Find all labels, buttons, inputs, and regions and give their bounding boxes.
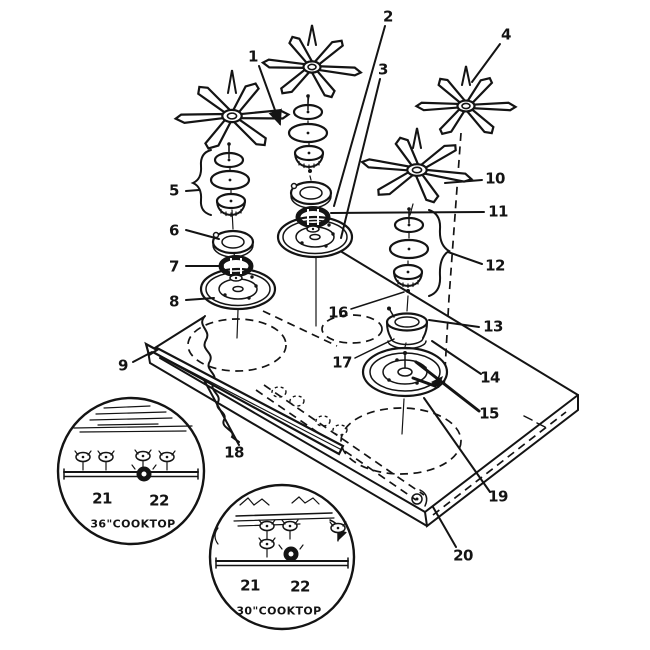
burner-base-right xyxy=(361,346,449,398)
inset-36-caption: 36"COOKTOP xyxy=(90,517,176,531)
callout-14: 14 xyxy=(480,368,500,387)
burner-opening-dashed xyxy=(340,407,462,475)
burner-grates xyxy=(168,24,519,207)
callout-3: 3 xyxy=(378,60,388,79)
cooktop-panel xyxy=(144,245,579,528)
callout-7: 7 xyxy=(169,257,179,276)
callout-5: 5 xyxy=(169,181,179,200)
callout-19: 19 xyxy=(488,487,508,506)
inset-36-cooktop xyxy=(56,396,206,546)
callout-4: 4 xyxy=(501,25,511,44)
side-trim-strip xyxy=(144,341,345,456)
callout-20: 20 xyxy=(453,546,473,565)
assembly-projection-lines xyxy=(228,94,462,435)
callout-leader-lines xyxy=(105,25,501,579)
cap-stack-middle xyxy=(287,93,329,170)
inset-36-art xyxy=(63,405,199,483)
callout-17: 17 xyxy=(332,353,352,372)
callout-21-inset30: 21 xyxy=(240,576,260,595)
inset-30-art xyxy=(214,496,349,569)
burner-ring-middle xyxy=(289,180,333,210)
callout-18: 18 xyxy=(224,443,244,462)
callout-6: 6 xyxy=(169,221,179,240)
corner-clip xyxy=(411,489,428,507)
burner-opening-dashed xyxy=(321,314,383,344)
callout-22-inset30: 22 xyxy=(290,577,310,596)
callout-9: 9 xyxy=(118,356,128,375)
callout-10: 10 xyxy=(485,169,505,188)
cap-stack-right xyxy=(388,206,430,289)
callout-22-inset36: 22 xyxy=(149,491,169,510)
callout-11: 11 xyxy=(488,202,508,221)
callout-1: 1 xyxy=(248,47,258,66)
brace-12 xyxy=(428,209,451,297)
burner-opening-dashed xyxy=(187,318,287,372)
inset-30-caption: 30"COOKTOP xyxy=(236,604,322,618)
burner-ring-left xyxy=(211,229,255,259)
callout-21-inset36: 21 xyxy=(92,489,112,508)
mounting-holes xyxy=(271,386,348,436)
inset-30-cooktop xyxy=(208,483,356,631)
burner-cup-right xyxy=(385,305,429,350)
callout-15: 15 xyxy=(479,404,499,423)
callout-13: 13 xyxy=(483,317,503,336)
callout-8: 8 xyxy=(169,292,179,311)
callout-2: 2 xyxy=(383,7,393,26)
cap-stack-left xyxy=(209,141,251,218)
callout-12: 12 xyxy=(485,256,505,275)
callout-16: 16 xyxy=(328,303,348,322)
brace-5 xyxy=(190,149,212,216)
